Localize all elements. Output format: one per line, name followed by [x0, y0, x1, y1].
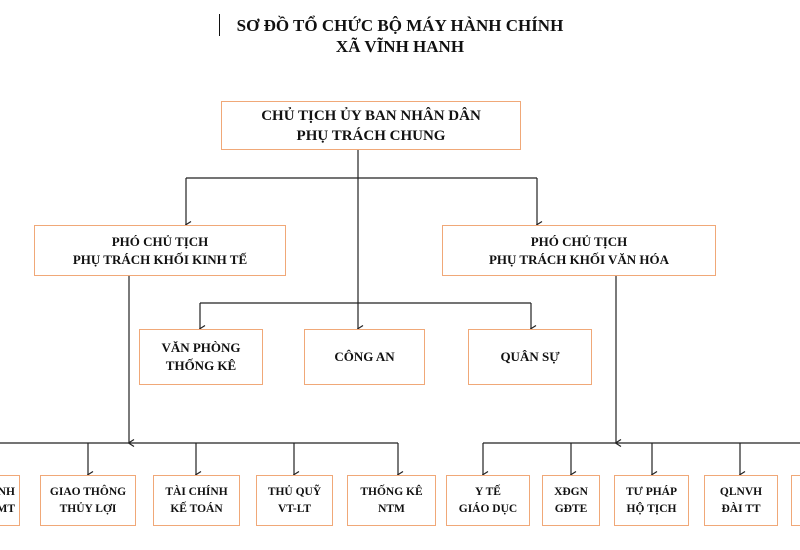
finance-accounting-box: TÀI CHÍNH KẾ TOÁN: [153, 475, 240, 526]
unit-label: QLNVH: [719, 485, 763, 498]
vice-culture-role: PHỤ TRÁCH KHỐI VĂN HÓA: [488, 251, 670, 267]
poverty-family-box: XĐGN GĐTE: [542, 475, 600, 526]
chart-title: SƠ ĐỒ TỔ CHỨC BỘ MÁY HÀNH CHÍNH: [236, 16, 564, 35]
vice-culture-title: PHÓ CHỦ TỊCH: [530, 233, 628, 249]
unit-label: VĂN PHÒNG: [161, 340, 241, 355]
unit-label: TÀI CHÍNH: [165, 485, 228, 498]
unit-label: CÔNG AN: [334, 349, 395, 364]
office-statistics-box: VĂN PHÒNG THỐNG KÊ: [139, 329, 263, 385]
natural-resources-box: NH MT: [0, 475, 20, 526]
unit-label: GIAO THÔNG: [49, 485, 127, 498]
unit-label: MT: [0, 502, 15, 515]
vice-economic-box: PHÓ CHỦ TỊCH PHỤ TRÁCH KHỐI KINH TẾ: [34, 225, 286, 276]
vice-culture-box: PHÓ CHỦ TỊCH PHỤ TRÁCH KHỐI VĂN HÓA: [442, 225, 716, 276]
military-box: QUÂN SỰ: [468, 329, 592, 385]
unit-label: THỐNG KÊ: [360, 485, 423, 498]
chart-subtitle: XÃ VĨNH HANH: [335, 37, 465, 56]
unit-label: Y TẾ: [475, 485, 501, 498]
unit-label: KẾ TOÁN: [170, 502, 223, 515]
unit-label: THỦ QUỸ: [267, 485, 322, 498]
vice-economic-title: PHÓ CHỦ TỊCH: [111, 233, 209, 249]
unit-label: GĐTE: [554, 502, 588, 515]
police-box: CÔNG AN: [304, 329, 425, 385]
unit-label: NTM: [378, 502, 405, 515]
cut-off-unit-box: [791, 475, 800, 526]
statistics-ntm-box: THỐNG KÊ NTM: [347, 475, 436, 526]
traffic-irrigation-box: GIAO THÔNG THỦY LỢI: [40, 475, 136, 526]
unit-label: HỘ TỊCH: [626, 502, 677, 515]
treasurer-box: THỦ QUỸ VT-LT: [256, 475, 333, 526]
unit-label: ĐÀI TT: [721, 502, 761, 515]
health-education-box: Y TẾ GIÁO DỤC: [446, 475, 530, 526]
chairman-box: CHỦ TỊCH ỦY BAN NHÂN DÂN PHỤ TRÁCH CHUNG: [221, 101, 521, 150]
chairman-role: PHỤ TRÁCH CHUNG: [296, 127, 446, 144]
culture-house-box: QLNVH ĐÀI TT: [704, 475, 778, 526]
justice-registry-box: TƯ PHÁP HỘ TỊCH: [614, 475, 689, 526]
text-cursor: [219, 14, 220, 36]
unit-label: TƯ PHÁP: [626, 485, 677, 498]
unit-label: THỦY LỢI: [59, 502, 117, 515]
unit-label: GIÁO DỤC: [458, 502, 518, 515]
unit-label: THỐNG KÊ: [165, 358, 237, 373]
unit-label: XĐGN: [554, 485, 588, 498]
vice-economic-role: PHỤ TRÁCH KHỐI KINH TẾ: [72, 251, 248, 267]
chairman-title: CHỦ TỊCH ỦY BAN NHÂN DÂN: [261, 107, 481, 124]
unit-label: QUÂN SỰ: [500, 349, 560, 364]
unit-label: VT-LT: [277, 502, 312, 515]
unit-label: NH: [0, 485, 15, 498]
